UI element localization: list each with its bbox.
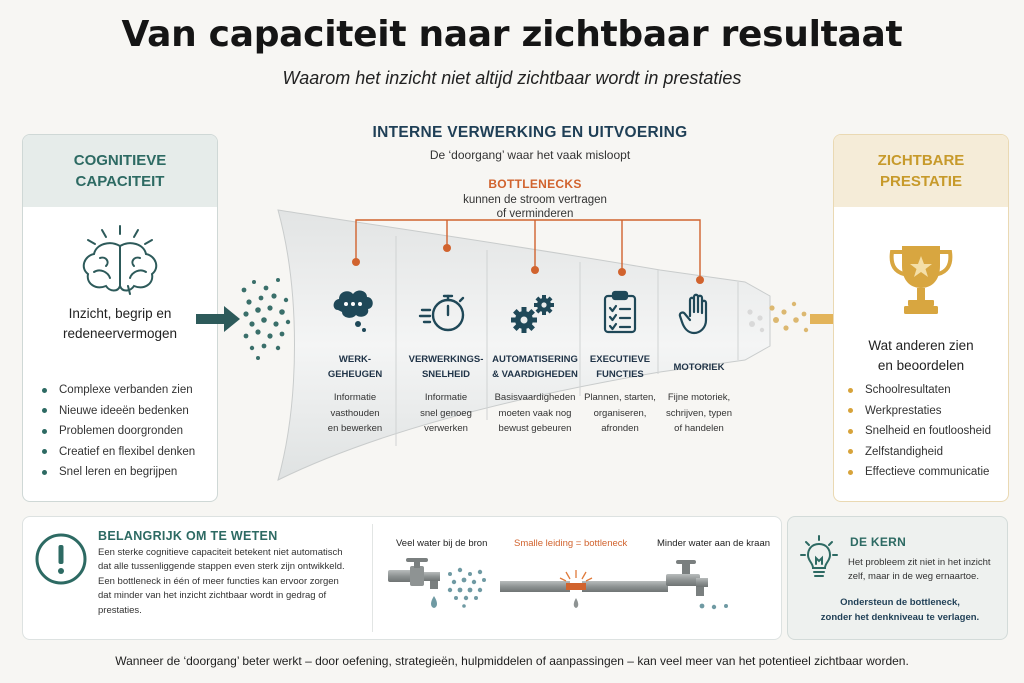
core-message-box — [787, 516, 1008, 640]
trophy-icon — [889, 246, 953, 314]
processing-subtitle: De ‘doorgang’ waar het vaak misloopt — [429, 148, 631, 162]
list-item: Schoolresultaten — [848, 380, 991, 401]
bullet-dot — [848, 449, 853, 455]
water-pipe-illustration — [388, 558, 728, 610]
checklist-icon — [603, 290, 637, 334]
thought-bubble-icon — [333, 290, 373, 332]
list-item-label: Nieuwe ideeën bedenken — [59, 404, 189, 417]
visible-performance-panel: ZICHTBARE PRESTATIE — [833, 134, 1009, 502]
list-item-label: Schoolresultaten — [865, 384, 951, 397]
page-title: Van capaciteit naar zichtbaar resultaat — [121, 14, 903, 55]
page-subtitle: Waarom het inzicht niet altijd zichtbaar… — [282, 68, 742, 88]
lightbulb-icon — [800, 535, 838, 577]
list-item: Snelheid en foutloosheid — [848, 421, 991, 442]
exclamation-icon — [35, 533, 87, 585]
core-message-title: DE KERN — [850, 535, 907, 549]
stopwatch-icon — [418, 294, 465, 332]
input-flow-arrow — [196, 278, 291, 360]
divider — [372, 524, 373, 632]
stage-description: Plannen, starten,organiseren,afronden — [584, 392, 656, 434]
core-message-text: Het probleem zit niet in het inzicht zel… — [848, 557, 991, 582]
list-item: Creatief en flexibel denken — [42, 442, 195, 463]
list-item-label: Problemen doorgronden — [59, 425, 184, 438]
list-item-label: Werkprestaties — [865, 404, 942, 417]
bullet-dot — [848, 428, 853, 434]
bottlenecks-title: BOTTLENECKS — [488, 177, 582, 191]
processing-title: INTERNE VERWERKING EN UITVOERING — [372, 124, 688, 141]
pipe-bottleneck-label: Smalle leiding = bottleneck — [514, 538, 628, 549]
brain-icon — [82, 225, 158, 295]
important-info-title: BELANGRIJK OM TE WETEN — [98, 529, 278, 543]
important-info-text: Een sterke cognitieve capaciteit beteken… — [98, 547, 345, 616]
cognitive-capacity-description: Inzicht, begrip en redeneervermogen — [62, 306, 178, 341]
pipe-source-label: Veel water bij de bron — [396, 538, 488, 549]
list-item: Effectieve communicatie — [848, 462, 991, 483]
gears-icon — [511, 295, 554, 333]
stage-name: WERK-GEHEUGEN — [327, 354, 383, 380]
stage-name: VERWERKINGS-SNELHEID — [408, 354, 484, 380]
stage-name: AUTOMATISERING& VAARDIGHEDEN — [492, 354, 578, 380]
tap-faucet-icon — [666, 560, 708, 596]
bullet-dot — [848, 387, 853, 393]
list-item: Zelfstandigheid — [848, 442, 991, 463]
stage-name: MOTORIEK — [673, 362, 725, 373]
bullet-dot — [848, 469, 853, 475]
bullet-dot — [848, 408, 853, 414]
list-item: Werkprestaties — [848, 401, 991, 422]
bullet-dot — [42, 449, 47, 455]
cognitive-capacity-panel: COGNITIEVE CAPACITEIT — [22, 134, 218, 502]
cognitive-capacity-heading: COGNITIEVE CAPACITEIT — [23, 135, 217, 207]
footer-text: Wanneer de ‘doorgang’ beter werkt – door… — [115, 654, 909, 668]
bullet-dot — [42, 408, 47, 414]
bullet-dot — [42, 428, 47, 434]
list-item: Nieuwe ideeën bedenken — [42, 401, 195, 422]
list-item-label: Effectieve communicatie — [865, 466, 990, 479]
pipe-tap-label: Minder water aan de kraan — [657, 538, 771, 549]
bullet-dot — [42, 387, 47, 393]
list-item-label: Snel leren en begrijpen — [59, 466, 178, 479]
list-item-label: Snelheid en foutloosheid — [865, 425, 991, 438]
list-item-label: Complexe verbanden zien — [59, 384, 193, 397]
list-item-label: Creatief en flexibel denken — [59, 445, 196, 458]
list-item: Complexe verbanden zien — [42, 380, 195, 401]
source-tap-icon — [388, 558, 440, 608]
list-item: Snel leren en begrijpen — [42, 462, 195, 483]
hand-icon — [678, 293, 708, 335]
visible-performance-heading: ZICHTBARE PRESTATIE — [834, 135, 1008, 207]
bullet-dot — [42, 469, 47, 475]
core-message-emphasis: Ondersteun de bottleneck, zonder het den… — [820, 597, 980, 623]
list-item: Problemen doorgronden — [42, 421, 195, 442]
list-item-label: Zelfstandigheid — [865, 445, 943, 458]
visible-performance-description: Wat anderen zien en beoordelen — [868, 338, 974, 373]
bottlenecks-description: kunnen de stroom vertragen of vermindere… — [463, 194, 607, 220]
